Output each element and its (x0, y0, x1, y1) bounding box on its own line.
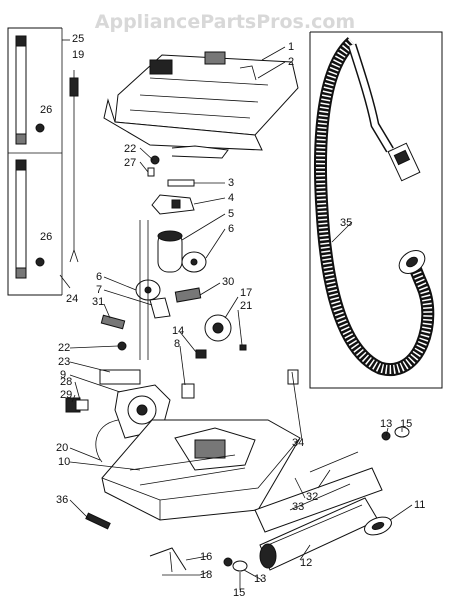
callout-30: 30 (222, 276, 234, 288)
callout-26a: 26 (40, 104, 52, 116)
motor-parts (100, 230, 247, 351)
callout-9: 9 (60, 369, 66, 381)
callout-15b: 15 (233, 587, 245, 599)
callout-26b: 26 (40, 231, 52, 243)
upper-bracket-parts (147, 155, 195, 215)
callout-25: 25 (72, 33, 84, 45)
callout-27: 27 (124, 157, 136, 169)
callout-34: 34 (292, 437, 304, 449)
callout-12: 12 (300, 557, 312, 569)
callout-22b: 22 (58, 342, 70, 354)
hood-assembly (103, 51, 299, 159)
callout-4: 4 (228, 192, 234, 204)
callout-5: 5 (228, 208, 234, 220)
callout-20: 20 (56, 442, 68, 454)
callout-1: 1 (288, 41, 294, 53)
callout-14: 14 (172, 325, 184, 337)
callout-2: 2 (288, 56, 294, 68)
callout-6b: 6 (96, 271, 102, 283)
hose-inset-box (309, 31, 443, 389)
brushroll-parts (149, 426, 410, 576)
leader-lines (59, 39, 413, 590)
callout-21: 21 (240, 300, 252, 312)
callout-35: 35 (340, 217, 352, 229)
wand-inset-box (7, 27, 79, 296)
callout-10: 10 (58, 456, 70, 468)
callout-13b: 13 (254, 573, 266, 585)
callout-15a: 15 (400, 418, 412, 430)
callout-24: 24 (66, 293, 78, 305)
callout-16: 16 (200, 551, 212, 563)
callout-7: 7 (96, 284, 102, 296)
callout-labels: 1 2 3 4 5 6 6 7 8 9 10 11 12 13 13 14 15… (40, 33, 425, 599)
callout-31: 31 (92, 296, 104, 308)
callout-17: 17 (240, 287, 252, 299)
callout-28: 28 (60, 376, 72, 388)
watermark: AppliancePartsPros.com (95, 11, 355, 33)
callout-22a: 22 (124, 143, 136, 155)
callout-3: 3 (228, 177, 234, 189)
handle-tube (139, 220, 149, 360)
callout-18: 18 (200, 569, 212, 581)
callout-13a: 13 (380, 418, 392, 430)
callout-29: 29 (60, 389, 72, 401)
callout-8: 8 (174, 338, 180, 350)
callout-33: 33 (292, 501, 304, 513)
callout-11: 11 (414, 499, 425, 511)
callout-32: 32 (306, 491, 318, 503)
callout-19: 19 (72, 49, 84, 61)
callout-23: 23 (58, 356, 70, 368)
base-assembly (85, 419, 301, 530)
callout-36: 36 (56, 494, 68, 506)
callout-6a: 6 (228, 223, 234, 235)
